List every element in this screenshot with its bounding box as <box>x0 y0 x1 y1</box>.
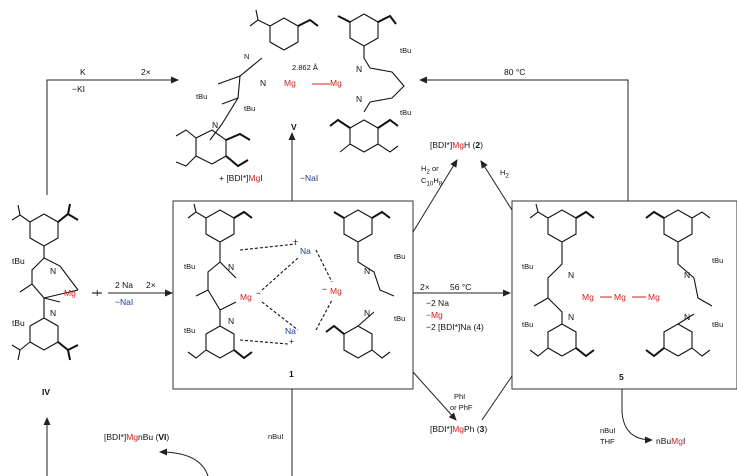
V-Mg2: Mg <box>330 78 342 88</box>
label-2x-top: 2× <box>141 67 151 77</box>
1-N-a: N <box>228 262 235 272</box>
5-tBu-c: tBu <box>712 256 724 265</box>
1-tBu-c: tBu <box>394 252 406 261</box>
arrow-5-to-3 <box>481 375 513 421</box>
arrow-1-to-3 <box>412 371 457 421</box>
V-label: V <box>291 122 297 132</box>
IV-tBu-top: tBu <box>12 256 25 266</box>
box-compound-5 <box>511 200 737 390</box>
label-minus-NaI-a: −NaI <box>115 297 134 307</box>
label-add-BDIMgI-mg: Mg <box>248 173 261 183</box>
arrow-5-to-2 <box>480 160 513 211</box>
1-Mg-right: Mg <box>330 286 342 296</box>
label-or-PhF: or PhF <box>450 403 473 412</box>
arrow-to-VI <box>159 448 209 476</box>
arrow-5-to-nBuMgI <box>621 389 653 444</box>
V-N1: N <box>244 52 250 61</box>
label-minus-2Na: −2 Na <box>426 298 449 308</box>
IV-N-bot: N <box>50 308 57 318</box>
V-N4: N <box>356 94 363 104</box>
label-THF: THF <box>600 437 615 446</box>
1-Na-bot: Na <box>285 326 296 336</box>
label-PhI: PhI <box>454 392 466 401</box>
label-minus-KI: −KI <box>72 84 85 94</box>
label-56C: 56 °C <box>450 282 472 292</box>
structure-V <box>175 9 405 168</box>
5-tBu-a: tBu <box>522 262 534 271</box>
V-tBu3: tBu <box>400 46 412 55</box>
1-plus-top: + <box>293 236 298 246</box>
arrow-IV-to-V <box>46 76 179 195</box>
label-2x-15: 2× <box>420 282 430 292</box>
arrow-5-to-V <box>419 76 629 201</box>
1-tBu-d: tBu <box>394 314 406 323</box>
5-N-c: N <box>684 270 691 280</box>
1-minus-right: − <box>322 284 327 294</box>
label-80C: 80 °C <box>504 67 526 77</box>
V-Mg1: Mg <box>284 78 296 88</box>
label-nBuI-right: nBuI <box>600 426 616 435</box>
1-N-c: N <box>364 266 371 276</box>
label-K: K <box>80 67 86 77</box>
V-tBu4: tBu <box>400 108 412 117</box>
label-minus-Mg: −Mg <box>426 310 443 320</box>
label-minus-BDINa: −2 [BDI*]Na (4) <box>426 322 484 332</box>
V-N-imine: N <box>212 120 219 130</box>
5-N-a: N <box>568 270 575 280</box>
1-Na-top: Na <box>300 246 311 256</box>
5-tBu-d: tBu <box>712 320 724 329</box>
IV-tBu-bot: tBu <box>12 318 25 328</box>
V-N2: N <box>260 78 267 88</box>
product-nBuMgI-mg: Mg <box>671 436 683 446</box>
label-minus-NaI-b: −NaI <box>300 173 319 183</box>
product-3-mg: Mg <box>452 424 465 434</box>
V-tBu2: tBu <box>244 104 256 113</box>
1-label: 1 <box>289 369 294 379</box>
V-distance: 2.862 Å <box>292 63 318 72</box>
1-tBu-b: tBu <box>184 326 196 335</box>
arrow-1-to-2 <box>412 159 458 233</box>
structure-5 <box>529 203 713 358</box>
1-N-b: N <box>228 316 235 326</box>
IV-I: I <box>96 288 99 298</box>
5-Mg1: Mg <box>582 292 594 302</box>
label-H2-right: H2 <box>500 168 509 180</box>
V-N3: N <box>356 64 363 74</box>
label-2Na: 2 Na <box>115 280 133 290</box>
label-nBuI-left: nBuI <box>268 432 284 441</box>
5-label: 5 <box>619 372 624 382</box>
label-2x-IV1: 2× <box>146 280 156 290</box>
5-Mg3: Mg <box>648 292 660 302</box>
1-plus-bot: + <box>289 336 294 346</box>
label-H2-or: H2 or <box>421 164 439 176</box>
IV-N-top: N <box>50 266 57 276</box>
V-tBu1: tBu <box>196 92 208 101</box>
product-VI: [BDI*]MgnBu (VI) <box>104 432 170 442</box>
5-N-b: N <box>568 312 575 322</box>
IV-Mg: Mg <box>64 288 76 298</box>
1-tBu-a: tBu <box>184 262 196 271</box>
5-Mg2: Mg <box>614 292 626 302</box>
1-N-d: N <box>364 308 371 318</box>
product-2: [BDI*]MgH (2) <box>430 140 483 150</box>
product-3: [BDI*]MgPh (3) <box>430 424 488 434</box>
5-N-d: N <box>684 312 691 322</box>
label-add-BDIMgI: + [BDI*]MgI <box>219 173 263 183</box>
1-minus-left: − <box>256 288 261 298</box>
5-tBu-b: tBu <box>522 320 534 329</box>
structure-1 <box>187 203 395 360</box>
product-2-mg: Mg <box>452 140 465 150</box>
label-C10H8: C10H8 <box>421 176 443 188</box>
structure-IV <box>11 203 102 361</box>
1-Mg-left: Mg <box>240 292 252 302</box>
product-nBuMgI: nBuMgI <box>656 436 686 446</box>
IV-label: IV <box>42 387 51 397</box>
box-compound-1 <box>172 200 414 390</box>
product-VI-mg: Mg <box>126 432 139 442</box>
